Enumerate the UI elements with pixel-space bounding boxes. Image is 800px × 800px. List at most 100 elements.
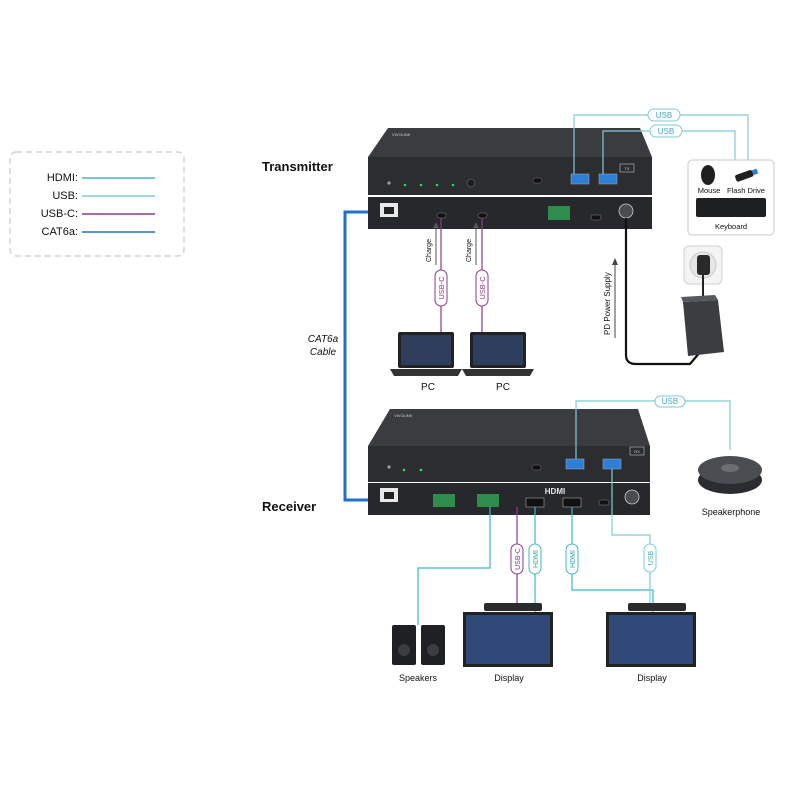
display-1-label: Display — [494, 673, 524, 683]
mouse-icon — [701, 165, 715, 185]
charge-label-1: Charge — [426, 239, 433, 262]
speakerphone-icon — [698, 456, 762, 494]
tx-link-led — [403, 183, 407, 187]
hdmi-tag-2-text: HDMI — [570, 550, 577, 568]
power-brick-body — [683, 300, 724, 356]
speakerphone-label: Speakerphone — [702, 507, 761, 517]
rx-usb-led — [419, 468, 423, 472]
pc-1-screen — [401, 335, 451, 365]
usb-tag-tx-1 — [647, 108, 681, 122]
speakerphone-center — [721, 464, 739, 472]
receiver-title: Receiver — [262, 499, 316, 514]
rx-brand: VIVOLINK — [394, 413, 413, 418]
rx-dc-port — [624, 489, 640, 505]
tx-rj45-jack — [384, 207, 394, 214]
power-brick-top — [681, 295, 718, 302]
cable-label-2: Cable — [310, 347, 337, 358]
rx-usb-port-2 — [602, 458, 622, 470]
rx-rj45-jack — [384, 492, 394, 499]
tx-rs232-terminal — [548, 206, 570, 220]
pc-2-label: PC — [496, 382, 510, 393]
display-1-screen — [466, 615, 550, 664]
pc-2-screen — [473, 335, 523, 365]
legend: HDMI: USB: USB-C: CAT6a: — [9, 151, 185, 257]
pc-1-icon — [390, 332, 462, 376]
usb-line-rx-speakerphone — [575, 400, 731, 459]
display-1-icon — [463, 603, 553, 667]
display-1-camera — [484, 603, 542, 611]
display-2-camera — [628, 603, 686, 611]
tx-host1-led — [435, 183, 439, 187]
tx-brand: VIVOLINK — [392, 132, 411, 137]
speakers-label: Speakers — [399, 673, 438, 683]
tx-usb-port-1 — [570, 173, 590, 185]
tx-usbc-port — [532, 177, 543, 184]
speaker-left-cone — [398, 644, 410, 656]
tx-host1-port — [436, 212, 447, 219]
usbc-tag-pc2-text: USB-C — [478, 276, 487, 300]
wall-socket — [683, 245, 723, 300]
plug-icon — [697, 255, 710, 275]
flash-drive-label: Flash Drive — [727, 186, 765, 195]
keyboard-label: Keyboard — [715, 222, 747, 231]
charge-arrowhead-1 — [433, 222, 439, 228]
rx-top-face — [368, 409, 650, 446]
speaker-right-cone — [427, 644, 439, 656]
rx-rs232-terminal — [433, 494, 455, 507]
transmitter-device: VIVOLINK TX — [368, 128, 652, 229]
pc-1-base — [390, 369, 462, 376]
cat6a-cable — [343, 210, 375, 502]
rx-power-led — [387, 465, 391, 469]
tx-rear-face — [368, 197, 652, 229]
tx-badge: TX — [624, 166, 629, 171]
rx-hdmi-out1 — [525, 497, 545, 508]
legend-label-usbc: USB-C: — [41, 208, 78, 220]
usb-tag-rx — [654, 395, 686, 408]
pc-1-label: PC — [421, 382, 435, 393]
legend-label-usb: USB: — [52, 190, 78, 202]
flash-drive-icon — [735, 168, 759, 182]
usb-tag-tx-2-text: USB — [658, 127, 674, 136]
rx-rear-face — [368, 483, 650, 515]
tx-power-led — [387, 181, 391, 185]
rx-usb-port-1 — [565, 458, 585, 470]
keyboard-icon — [696, 198, 766, 217]
tx-service-port — [590, 214, 602, 221]
usbc-tag-pc1 — [434, 269, 448, 307]
peripherals-group: Mouse Flash Drive Keyboard — [687, 159, 775, 236]
usbc-tag-pc1-text: USB-C — [437, 276, 446, 300]
usbc-tag-pc2 — [475, 269, 489, 307]
audio-line-speakers — [417, 507, 491, 625]
rx-usbc-port — [531, 464, 542, 471]
hdmi-tag-1-text: HDMI — [533, 550, 540, 568]
transmitter-title: Transmitter — [262, 159, 333, 174]
charge-arrowhead-2 — [473, 222, 479, 228]
rx-audio-terminal — [477, 494, 499, 507]
cable-label-1: CAT6a — [308, 334, 339, 345]
tx-dc-port — [618, 203, 634, 219]
charge-label-2: Charge — [466, 239, 473, 262]
pc-2-icon — [462, 332, 534, 376]
display-2-label: Display — [637, 673, 667, 683]
usb-tag-rx2 — [643, 543, 657, 573]
tx-usb-led — [419, 183, 423, 187]
mouse-label: Mouse — [698, 186, 721, 195]
tx-select-button — [466, 178, 476, 188]
usbc-tag-rx — [510, 543, 524, 575]
power-supply-icon — [681, 295, 724, 356]
tx-host2-port — [477, 212, 488, 219]
usb-tag-tx-2 — [649, 124, 683, 138]
display-2-screen — [609, 615, 693, 664]
rx-service-port — [598, 499, 610, 506]
usb-tag-tx-1-text: USB — [656, 111, 672, 120]
pd-supply-label: PD Power Supply — [603, 272, 612, 335]
usbc-tag-rx-text: USB-C — [515, 548, 522, 570]
tx-host2-led — [451, 183, 455, 187]
tx-badge-box — [619, 163, 635, 173]
rx-hdmi-out2 — [562, 497, 582, 508]
hdmi-tag-1 — [528, 543, 542, 575]
receiver-device: VIVOLINK RX HDMI — [368, 409, 650, 515]
legend-label-hdmi: HDMI: — [47, 172, 78, 184]
speakers-icon — [392, 625, 445, 665]
